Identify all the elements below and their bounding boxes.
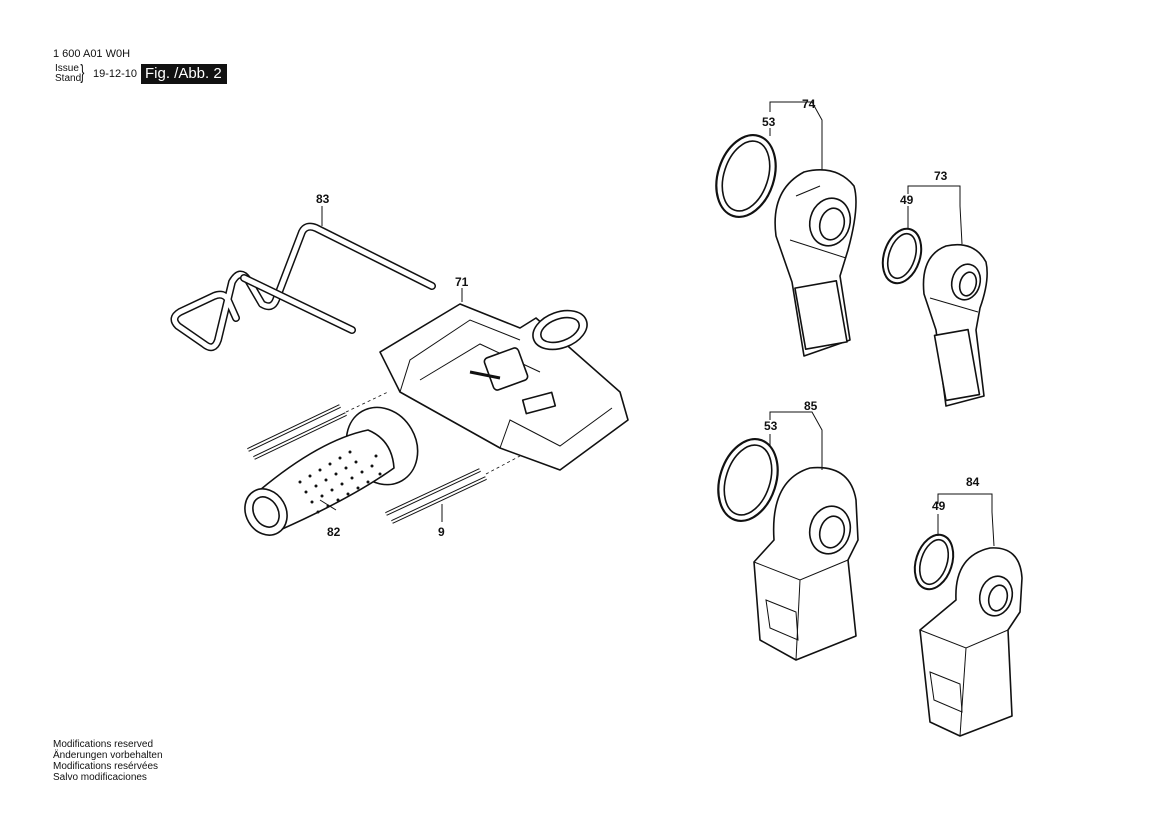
callout-83: 83	[316, 192, 330, 206]
callout-74: 74	[802, 97, 816, 111]
callout-9: 9	[438, 525, 445, 539]
footer-line-fr: Modifications resérvées	[53, 761, 159, 772]
part-71-handle-bracket	[379, 303, 629, 471]
grip-texture	[298, 450, 382, 514]
issue-label: Issue	[55, 63, 79, 74]
part-9-screws	[247, 391, 521, 524]
part-82-grip	[244, 406, 419, 536]
part-84-extraction-housing	[919, 547, 1023, 737]
part-73-dust-attachment	[922, 243, 988, 407]
stand-label: Stand	[55, 73, 82, 84]
footer-line-en: Modifications reserved	[53, 739, 154, 750]
callout-53-upper: 53	[762, 115, 776, 129]
brace-glyph: }	[80, 62, 85, 84]
footer-line-de: Änderungen vorbehalten	[53, 750, 163, 761]
part-number: 1 600 A01 W0H	[53, 48, 131, 60]
part-53-ring-lower	[717, 438, 779, 522]
figure-label: Fig. /Abb. 2	[141, 64, 227, 84]
callout-53-lower: 53	[764, 419, 778, 433]
issue-stand-label: Issue Stand	[55, 64, 81, 84]
callout-82: 82	[327, 525, 341, 539]
part-53-ring-upper	[715, 134, 777, 218]
callout-49-upper: 49	[900, 193, 914, 207]
part-85-extraction-housing	[753, 466, 859, 661]
part-49-ring-lower	[913, 533, 955, 591]
callout-49-lower: 49	[932, 499, 946, 513]
callout-85: 85	[804, 399, 818, 413]
part-83-depth-rod	[170, 222, 436, 352]
callout-84: 84	[966, 475, 980, 489]
footer-line-es: Salvo modificaciones	[53, 772, 147, 783]
part-74-dust-attachment	[774, 169, 857, 357]
callout-71: 71	[455, 275, 469, 289]
modifications-notice: Modifications reserved Änderungen vorbeh…	[53, 739, 163, 783]
issue-date: 19-12-10	[93, 68, 138, 80]
part-49-ring-upper	[881, 227, 923, 285]
callout-73: 73	[934, 169, 948, 183]
leader-lines	[319, 101, 995, 547]
